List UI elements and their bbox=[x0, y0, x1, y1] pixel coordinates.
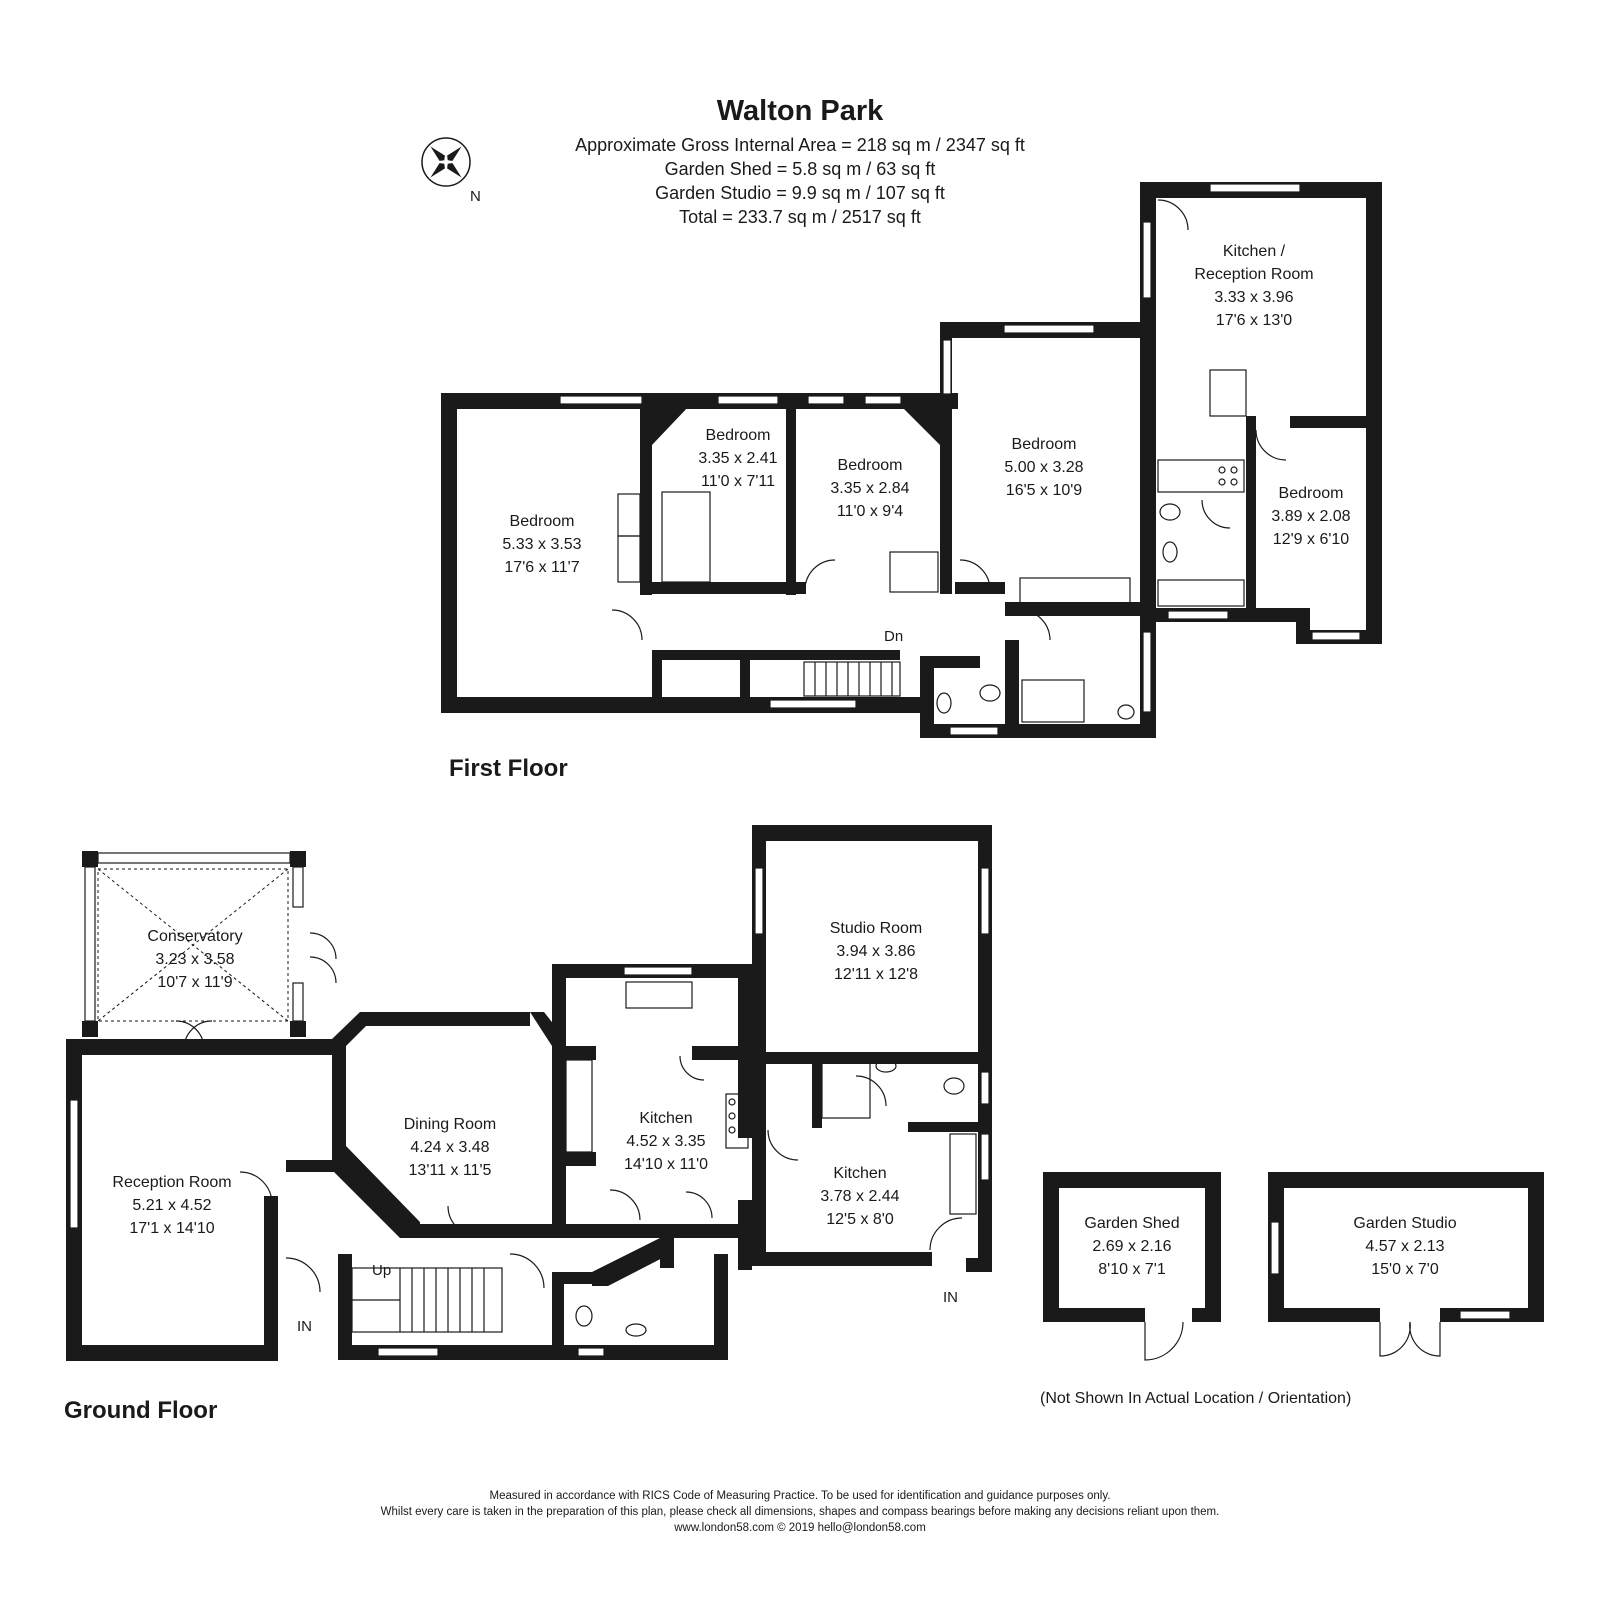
stairs-down-label: Dn bbox=[884, 628, 904, 645]
room-kitchen-reception: Kitchen / Reception Room 3.33 x 3.96 17'… bbox=[1194, 243, 1314, 329]
garden-shed-area: Garden Shed = 5.8 sq m / 63 sq ft bbox=[664, 159, 936, 179]
entrance-label-hall: IN bbox=[297, 1318, 312, 1335]
plan-title: Walton Park bbox=[716, 95, 884, 127]
room-kitchen-2: Kitchen 3.78 x 2.44 12'5 x 8'0 bbox=[820, 1165, 900, 1228]
garden-studio-area: Garden Studio = 9.9 sq m / 107 sq ft bbox=[655, 183, 945, 203]
garden-shed-walls bbox=[1043, 1172, 1221, 1361]
room-garden-studio: Garden Studio 4.57 x 2.13 15'0 x 7'0 bbox=[1353, 1215, 1457, 1278]
footer-contact: www.london58.com © 2019 hello@london58.c… bbox=[674, 1522, 926, 1534]
compass-north-label: N bbox=[470, 188, 481, 205]
entrance-label-studio: IN bbox=[943, 1289, 958, 1306]
room-reception: Reception Room 5.21 x 4.52 17'1 x 14'10 bbox=[112, 1174, 232, 1237]
ground-floor-walls bbox=[66, 825, 992, 1361]
room-garden-shed: Garden Shed 2.69 x 2.16 8'10 x 7'1 bbox=[1084, 1215, 1180, 1278]
ground-floor-label: Ground Floor bbox=[64, 1397, 218, 1424]
garden-studio-walls bbox=[1268, 1172, 1544, 1357]
room-bedroom-5: Bedroom 3.89 x 2.08 12'9 x 6'10 bbox=[1271, 485, 1351, 548]
room-bedroom-2: Bedroom 3.35 x 2.41 11'0 x 7'11 bbox=[698, 427, 778, 490]
footer-disclaimer-2: Whilst every care is taken in the prepar… bbox=[380, 1506, 1220, 1518]
gross-internal-area: Approximate Gross Internal Area = 218 sq… bbox=[575, 135, 1025, 155]
first-floor-windows bbox=[559, 183, 1361, 736]
footer-disclaimer-1: Measured in accordance with RICS Code of… bbox=[489, 1490, 1111, 1502]
stairs-up-label: Up bbox=[372, 1262, 392, 1279]
room-kitchen: Kitchen 4.52 x 3.35 14'10 x 11'0 bbox=[623, 1110, 709, 1173]
room-dining: Dining Room 4.24 x 3.48 13'11 x 11'5 bbox=[403, 1116, 497, 1179]
orientation-note: (Not Shown In Actual Location / Orientat… bbox=[1040, 1390, 1352, 1407]
first-floor-label: First Floor bbox=[449, 755, 568, 782]
room-studio: Studio Room 3.94 x 3.86 12'11 x 12'8 bbox=[829, 920, 923, 983]
room-bedroom-3: Bedroom 3.35 x 2.84 11'0 x 9'4 bbox=[830, 457, 910, 520]
compass-icon bbox=[421, 137, 471, 187]
total-area: Total = 233.7 sq m / 2517 sq ft bbox=[679, 207, 921, 227]
first-floor-fittings bbox=[611, 199, 1287, 723]
room-bedroom-4: Bedroom 5.00 x 3.28 16'5 x 10'9 bbox=[1004, 436, 1084, 499]
room-conservatory: Conservatory 3.23 x 3.58 10'7 x 11'9 bbox=[147, 928, 243, 991]
room-bedroom-1: Bedroom 5.33 x 3.53 17'6 x 11'7 bbox=[502, 513, 582, 576]
